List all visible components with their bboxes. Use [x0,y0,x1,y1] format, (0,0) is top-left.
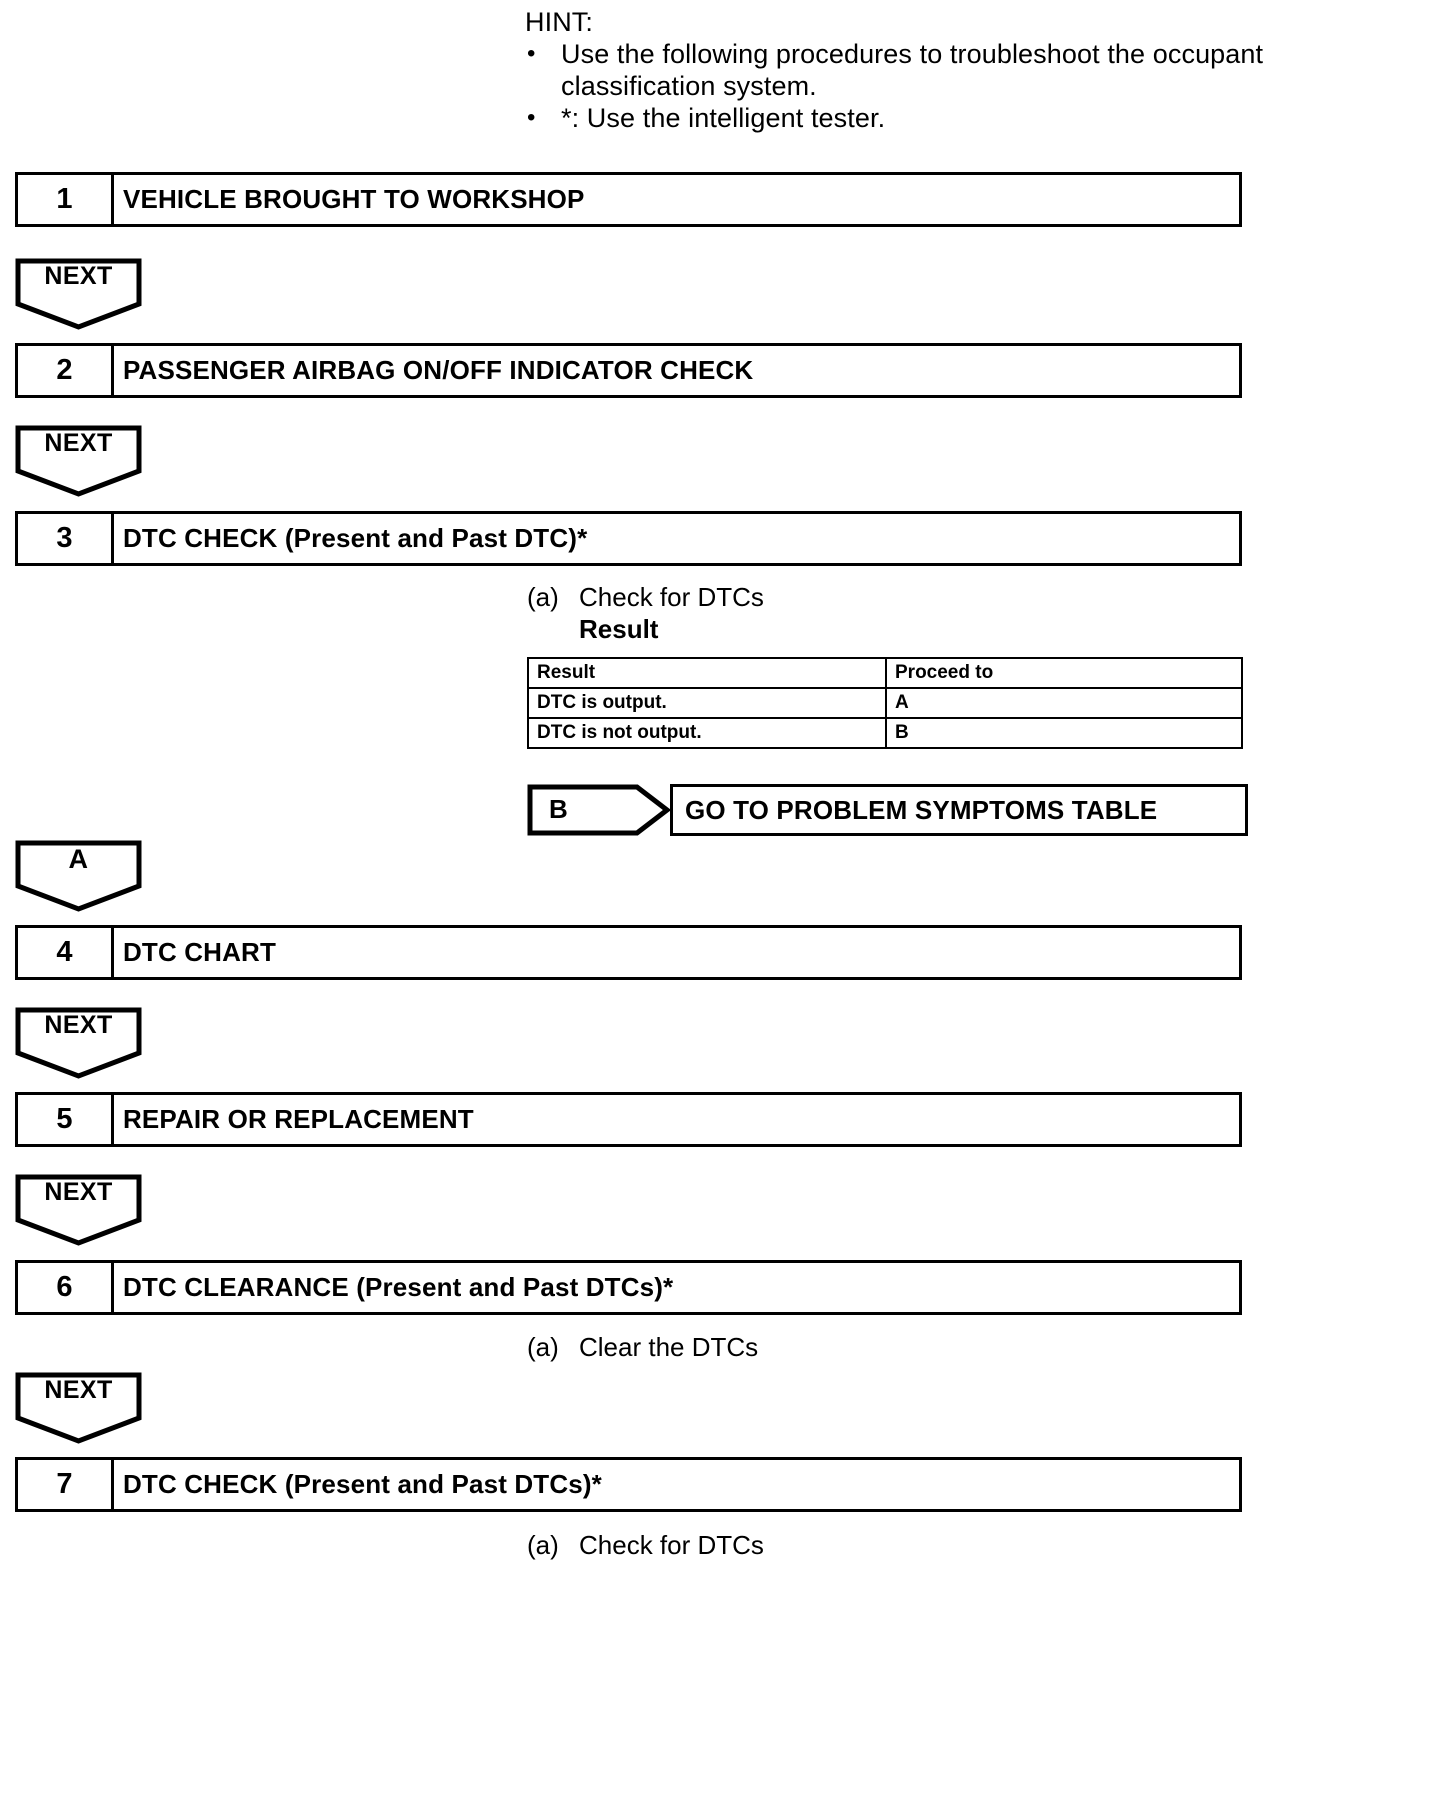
step-box-7: 7 DTC CHECK (Present and Past DTCs)* [15,1457,1242,1512]
step-box-3: 3 DTC CHECK (Present and Past DTC)* [15,511,1242,566]
step-label-1: VEHICLE BROUGHT TO WORKSHOP [123,184,585,214]
table-cell-proceed-1: A [885,687,1243,719]
table-row: DTC is output. A [527,687,1243,719]
substep-step6-a: (a) Clear the DTCs [527,1332,758,1362]
bullet-icon: • [527,104,536,131]
connector-a-label: A [68,844,89,874]
substep-step7-a-text: Check for DTCs [579,1530,764,1560]
step-number-7: 7 [18,1460,114,1509]
step-label-4: DTC CHART [123,937,276,967]
hint-item-1: • Use the following procedures to troubl… [525,38,1265,102]
substep-step3-a: (a) Check for DTCs [527,582,764,612]
step-label-5: REPAIR OR REPLACEMENT [123,1104,474,1134]
step-number-4: 4 [18,928,114,977]
substep-step7-a-marker: (a) [527,1530,559,1560]
step-number-1: 1 [18,175,114,224]
step-label-7: DTC CHECK (Present and Past DTCs)* [123,1469,602,1499]
hint-list: • Use the following procedures to troubl… [525,38,1265,134]
connector-next-4-label: NEXT [44,1178,113,1206]
table-header-proceed-to: Proceed to [885,657,1243,689]
connector-a: A [15,840,142,912]
table-header-row: Result Proceed to [527,657,1243,689]
step-number-2: 2 [18,346,114,395]
result-table: Result Proceed to DTC is output. A DTC i… [527,657,1243,749]
connector-next-1-label: NEXT [44,262,113,290]
result-heading: Result [579,614,659,644]
hint-item-2: • *: Use the intelligent tester. [525,102,1265,134]
connector-next-2: NEXT [15,425,142,497]
table-header-result: Result [527,657,887,689]
branch-tag-b: B [527,784,670,836]
table-cell-result-1: DTC is output. [527,687,887,719]
connector-next-5: NEXT [15,1372,142,1444]
step-label-6: DTC CLEARANCE (Present and Past DTCs)* [123,1272,674,1302]
step-box-4: 4 DTC CHART [15,925,1242,980]
bullet-icon: • [527,40,536,67]
connector-next-2-label: NEXT [44,429,113,457]
table-cell-proceed-2: B [885,717,1243,749]
table-row: DTC is not output. B [527,717,1243,749]
connector-next-4: NEXT [15,1174,142,1246]
step-label-2: PASSENGER AIRBAG ON/OFF INDICATOR CHECK [123,355,754,385]
branch-row-b: B GO TO PROBLEM SYMPTOMS TABLE [527,784,1248,836]
substep-step3-a-text: Check for DTCs [579,582,764,612]
step-number-6: 6 [18,1263,114,1312]
step-box-5: 5 REPAIR OR REPLACEMENT [15,1092,1242,1147]
substep-step6-a-marker: (a) [527,1332,559,1362]
connector-next-3-label: NEXT [44,1011,113,1039]
hint-item-2-text: *: Use the intelligent tester. [561,103,886,133]
substep-step3-a-marker: (a) [527,582,559,612]
branch-target-box: GO TO PROBLEM SYMPTOMS TABLE [670,784,1248,836]
step-box-1: 1 VEHICLE BROUGHT TO WORKSHOP [15,172,1242,227]
hint-block: HINT: • Use the following procedures to … [525,6,1265,134]
connector-next-5-label: NEXT [44,1376,113,1404]
table-cell-result-2: DTC is not output. [527,717,887,749]
step-box-6: 6 DTC CLEARANCE (Present and Past DTCs)* [15,1260,1242,1315]
step-box-2: 2 PASSENGER AIRBAG ON/OFF INDICATOR CHEC… [15,343,1242,398]
connector-next-3: NEXT [15,1007,142,1079]
branch-target-label: GO TO PROBLEM SYMPTOMS TABLE [685,794,1158,825]
step-number-3: 3 [18,514,114,563]
substep-step7-a: (a) Check for DTCs [527,1530,764,1560]
hint-title: HINT: [525,7,593,37]
substep-step6-a-text: Clear the DTCs [579,1332,759,1362]
step-number-5: 5 [18,1095,114,1144]
hint-item-1-text: Use the following procedures to troubles… [561,39,1264,101]
step-label-3: DTC CHECK (Present and Past DTC)* [123,523,588,553]
branch-tag-b-label: B [549,794,568,824]
connector-next-1: NEXT [15,258,142,330]
